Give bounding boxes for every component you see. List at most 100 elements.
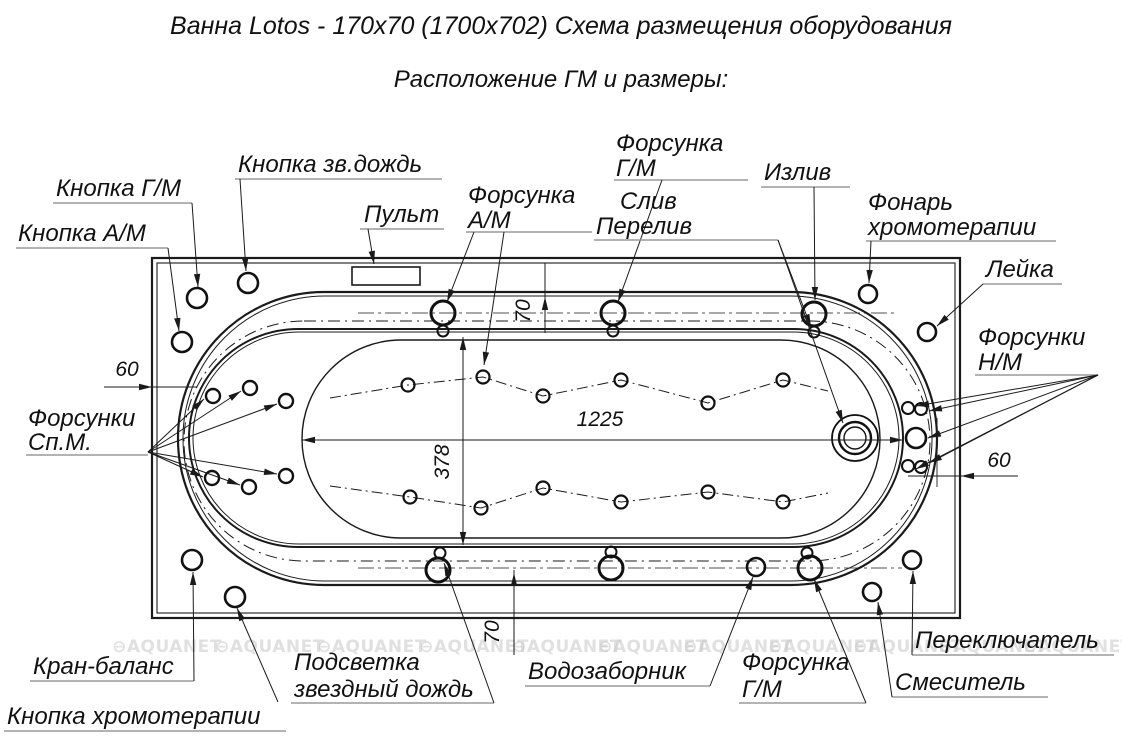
foot-jet-big-circle xyxy=(904,426,928,450)
leader-forsunka-am-arrow xyxy=(482,351,490,365)
drain-circle xyxy=(837,420,873,456)
overflow-circle xyxy=(807,325,821,339)
label-podsvetka: Подсветка xyxy=(294,649,420,676)
leader-sliv-pereliv-arrow xyxy=(835,409,843,423)
jet-nozzle-circle xyxy=(436,324,450,338)
leader-forsunki-spm-arrow xyxy=(228,391,241,401)
basin-floor-edge xyxy=(301,339,881,539)
leader-forsunki-nm-arrow xyxy=(928,430,942,438)
label-forsunka-am: Форсунка xyxy=(468,182,575,209)
label-forsunki-nm: Н/М xyxy=(978,349,1022,376)
floor-jet-circle xyxy=(400,377,416,393)
label-leika: Лейка xyxy=(984,256,1054,283)
back-jet-circle xyxy=(241,379,259,397)
foot-jet-circle xyxy=(914,402,928,416)
leader-forsunki-spm xyxy=(147,403,278,453)
floor-jet-circle xyxy=(700,484,716,500)
back-jet-circle xyxy=(240,478,258,496)
leader-knopka-zv-dozhd-arrow xyxy=(241,257,249,271)
leader-forsunka-gm-bottom-arrow xyxy=(814,579,822,593)
floor-jet-circle xyxy=(613,372,629,388)
leader-sliv-pereliv xyxy=(777,239,812,328)
basin-opening-edge-2 xyxy=(192,331,900,545)
foot-jet-circle xyxy=(914,460,928,474)
dim-60-left-value: 60 xyxy=(115,358,139,381)
dim-60-left-arrow xyxy=(139,383,152,391)
dim-60-right-value: 60 xyxy=(987,449,1011,472)
leader-forsunki-nm xyxy=(915,374,1099,407)
page-subtitle: Расположение ГМ и размеры: xyxy=(393,66,729,93)
leader-forsunka-gm-bottom xyxy=(813,578,867,704)
leader-knopka-am-arrow xyxy=(174,317,181,331)
hand-shower-circle xyxy=(916,321,938,343)
dim-70-top-value: 70 xyxy=(512,299,535,323)
button-chromo-circle xyxy=(223,585,247,609)
leader-sliv-pereliv-arrow xyxy=(803,313,811,327)
waterline xyxy=(183,320,931,562)
leader-podsvetka-arrow xyxy=(444,563,452,577)
leader-knopka-chromo-arrow xyxy=(237,608,246,622)
dim-70-bottom-value: 70 xyxy=(481,620,504,644)
leader-forsunka-am xyxy=(483,231,505,366)
leader-forsunki-nm xyxy=(915,374,1099,470)
leader-knopka-gm xyxy=(191,202,199,288)
label-forsunka-gm-bottom: Форсунка xyxy=(742,649,849,676)
dim-1225-value: 1225 xyxy=(577,408,624,431)
tub-outer-edge-inner xyxy=(156,262,956,614)
leader-forsunka-gm-top-arrow xyxy=(618,288,626,302)
label-knopka-gm: Кнопка Г/М xyxy=(56,175,181,202)
leader-smesitel xyxy=(877,601,893,698)
floor-jet-circle xyxy=(535,388,551,404)
leader-forsunki-spm-arrow xyxy=(192,399,204,411)
leader-forsunka-am-arrow xyxy=(447,288,455,302)
label-knopka-zv-dozhd: Кнопка зв.дождь xyxy=(238,151,422,178)
floor-jet-circle xyxy=(535,480,551,496)
label-pereklyuchatel: Переключатель xyxy=(915,627,1099,654)
leader-forsunki-spm xyxy=(147,390,242,453)
label-forsunki-spm: Форсунки xyxy=(28,405,135,432)
label-forsunka-gm-bottom: Г/М xyxy=(742,676,782,703)
watermark: ⊖AQUANET xyxy=(768,637,878,657)
drain-circle xyxy=(843,426,867,450)
leader-knopka-zv-dozhd xyxy=(239,178,247,272)
leader-pereklyuchatel xyxy=(911,570,914,656)
leader-forsunki-nm-arrow xyxy=(916,400,930,407)
leader-izliv-arrow xyxy=(811,286,819,300)
leader-kran-balans xyxy=(192,571,195,682)
watermark: ⊖AQUANET xyxy=(215,637,325,657)
floor-jet-circle xyxy=(402,489,418,505)
watermark: ⊖AQUANET xyxy=(683,637,793,657)
leader-kran-balans-arrow xyxy=(189,572,197,586)
watermark: ⊖AQUANET xyxy=(938,637,1048,657)
dim-1225-arrow xyxy=(302,436,315,444)
leader-podsvetka xyxy=(443,562,495,704)
page-title: Ванна Lotos - 170x70 (1700x702) Схема ра… xyxy=(170,12,952,40)
label-sliv-pereliv: Слив xyxy=(620,188,677,215)
label-forsunka-gm-top: Форсунка xyxy=(616,130,723,157)
back-jet-circle xyxy=(277,467,295,485)
floor-jet-circle xyxy=(700,395,716,411)
watermark: ⊖AQUANET xyxy=(598,637,708,657)
label-smesitel: Смеситель xyxy=(895,669,1026,696)
watermark: ⊖AQUANET xyxy=(1023,637,1122,657)
label-pult: Пульт xyxy=(364,201,439,228)
label-forsunka-am: А/М xyxy=(466,207,511,234)
floor-jet-circle xyxy=(775,372,791,388)
jet-nozzle-circle xyxy=(433,546,447,560)
label-vodozabornik: Водозаборник xyxy=(528,658,688,685)
leader-forsunki-spm xyxy=(147,451,278,475)
leader-forsunki-spm-arrow xyxy=(263,404,277,412)
button-star-rain-circle xyxy=(236,271,260,295)
label-forsunka-gm-top: Г/М xyxy=(616,155,656,182)
dim-70-top-arrow xyxy=(541,297,549,310)
leader-forsunki-nm-arrow xyxy=(929,405,943,412)
leader-leika-arrow xyxy=(937,314,949,326)
drain-circle xyxy=(831,414,879,462)
control-panel-box xyxy=(351,266,421,286)
dim-378-arrow xyxy=(459,337,467,350)
leader-pereklyuchatel-arrow xyxy=(909,571,917,585)
dim-378-value: 378 xyxy=(431,444,454,479)
label-kran-balans: Кран-баланс xyxy=(33,653,174,680)
